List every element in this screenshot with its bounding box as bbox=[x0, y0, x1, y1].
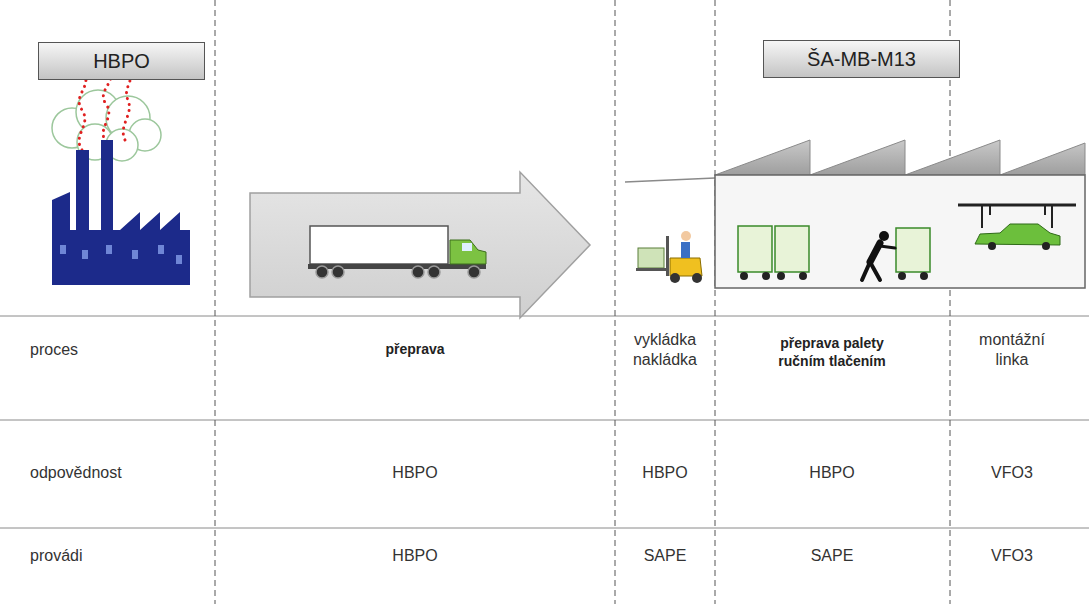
pallet-carts bbox=[738, 226, 930, 272]
process-step: vykládka nakládka bbox=[619, 330, 711, 370]
table-cell: VFO3 bbox=[957, 546, 1067, 566]
factory-icon bbox=[52, 64, 190, 285]
box-title: HBPO bbox=[93, 50, 150, 73]
table-cell: HBPO bbox=[265, 546, 565, 566]
plant-building bbox=[715, 140, 1085, 288]
table-cell: HBPO bbox=[265, 463, 565, 483]
table-cell: SAPE bbox=[619, 546, 711, 566]
box-title: ŠA-MB-M13 bbox=[807, 48, 916, 71]
table-cell: VFO3 bbox=[957, 463, 1067, 483]
row-header: provádi bbox=[30, 546, 200, 566]
table-cell: SAPE bbox=[732, 546, 932, 566]
truck-icon bbox=[308, 226, 486, 278]
row-header: odpovědnost bbox=[30, 463, 200, 483]
company-label: HBPO bbox=[38, 42, 205, 80]
process-step: montážní linka bbox=[966, 330, 1058, 370]
transport-arrow bbox=[250, 172, 590, 318]
table-cell: HBPO bbox=[619, 463, 711, 483]
process-step: přeprava bbox=[265, 341, 565, 359]
forklift-icon bbox=[625, 178, 715, 283]
plant-label: ŠA-MB-M13 bbox=[763, 40, 960, 78]
column-dividers bbox=[215, 0, 950, 604]
row-header: proces bbox=[30, 340, 200, 360]
table-cell: HBPO bbox=[732, 463, 932, 483]
process-step: přeprava palety ručním tlačením bbox=[762, 335, 902, 370]
pushing-worker bbox=[862, 231, 895, 280]
table-rules bbox=[0, 316, 1089, 528]
